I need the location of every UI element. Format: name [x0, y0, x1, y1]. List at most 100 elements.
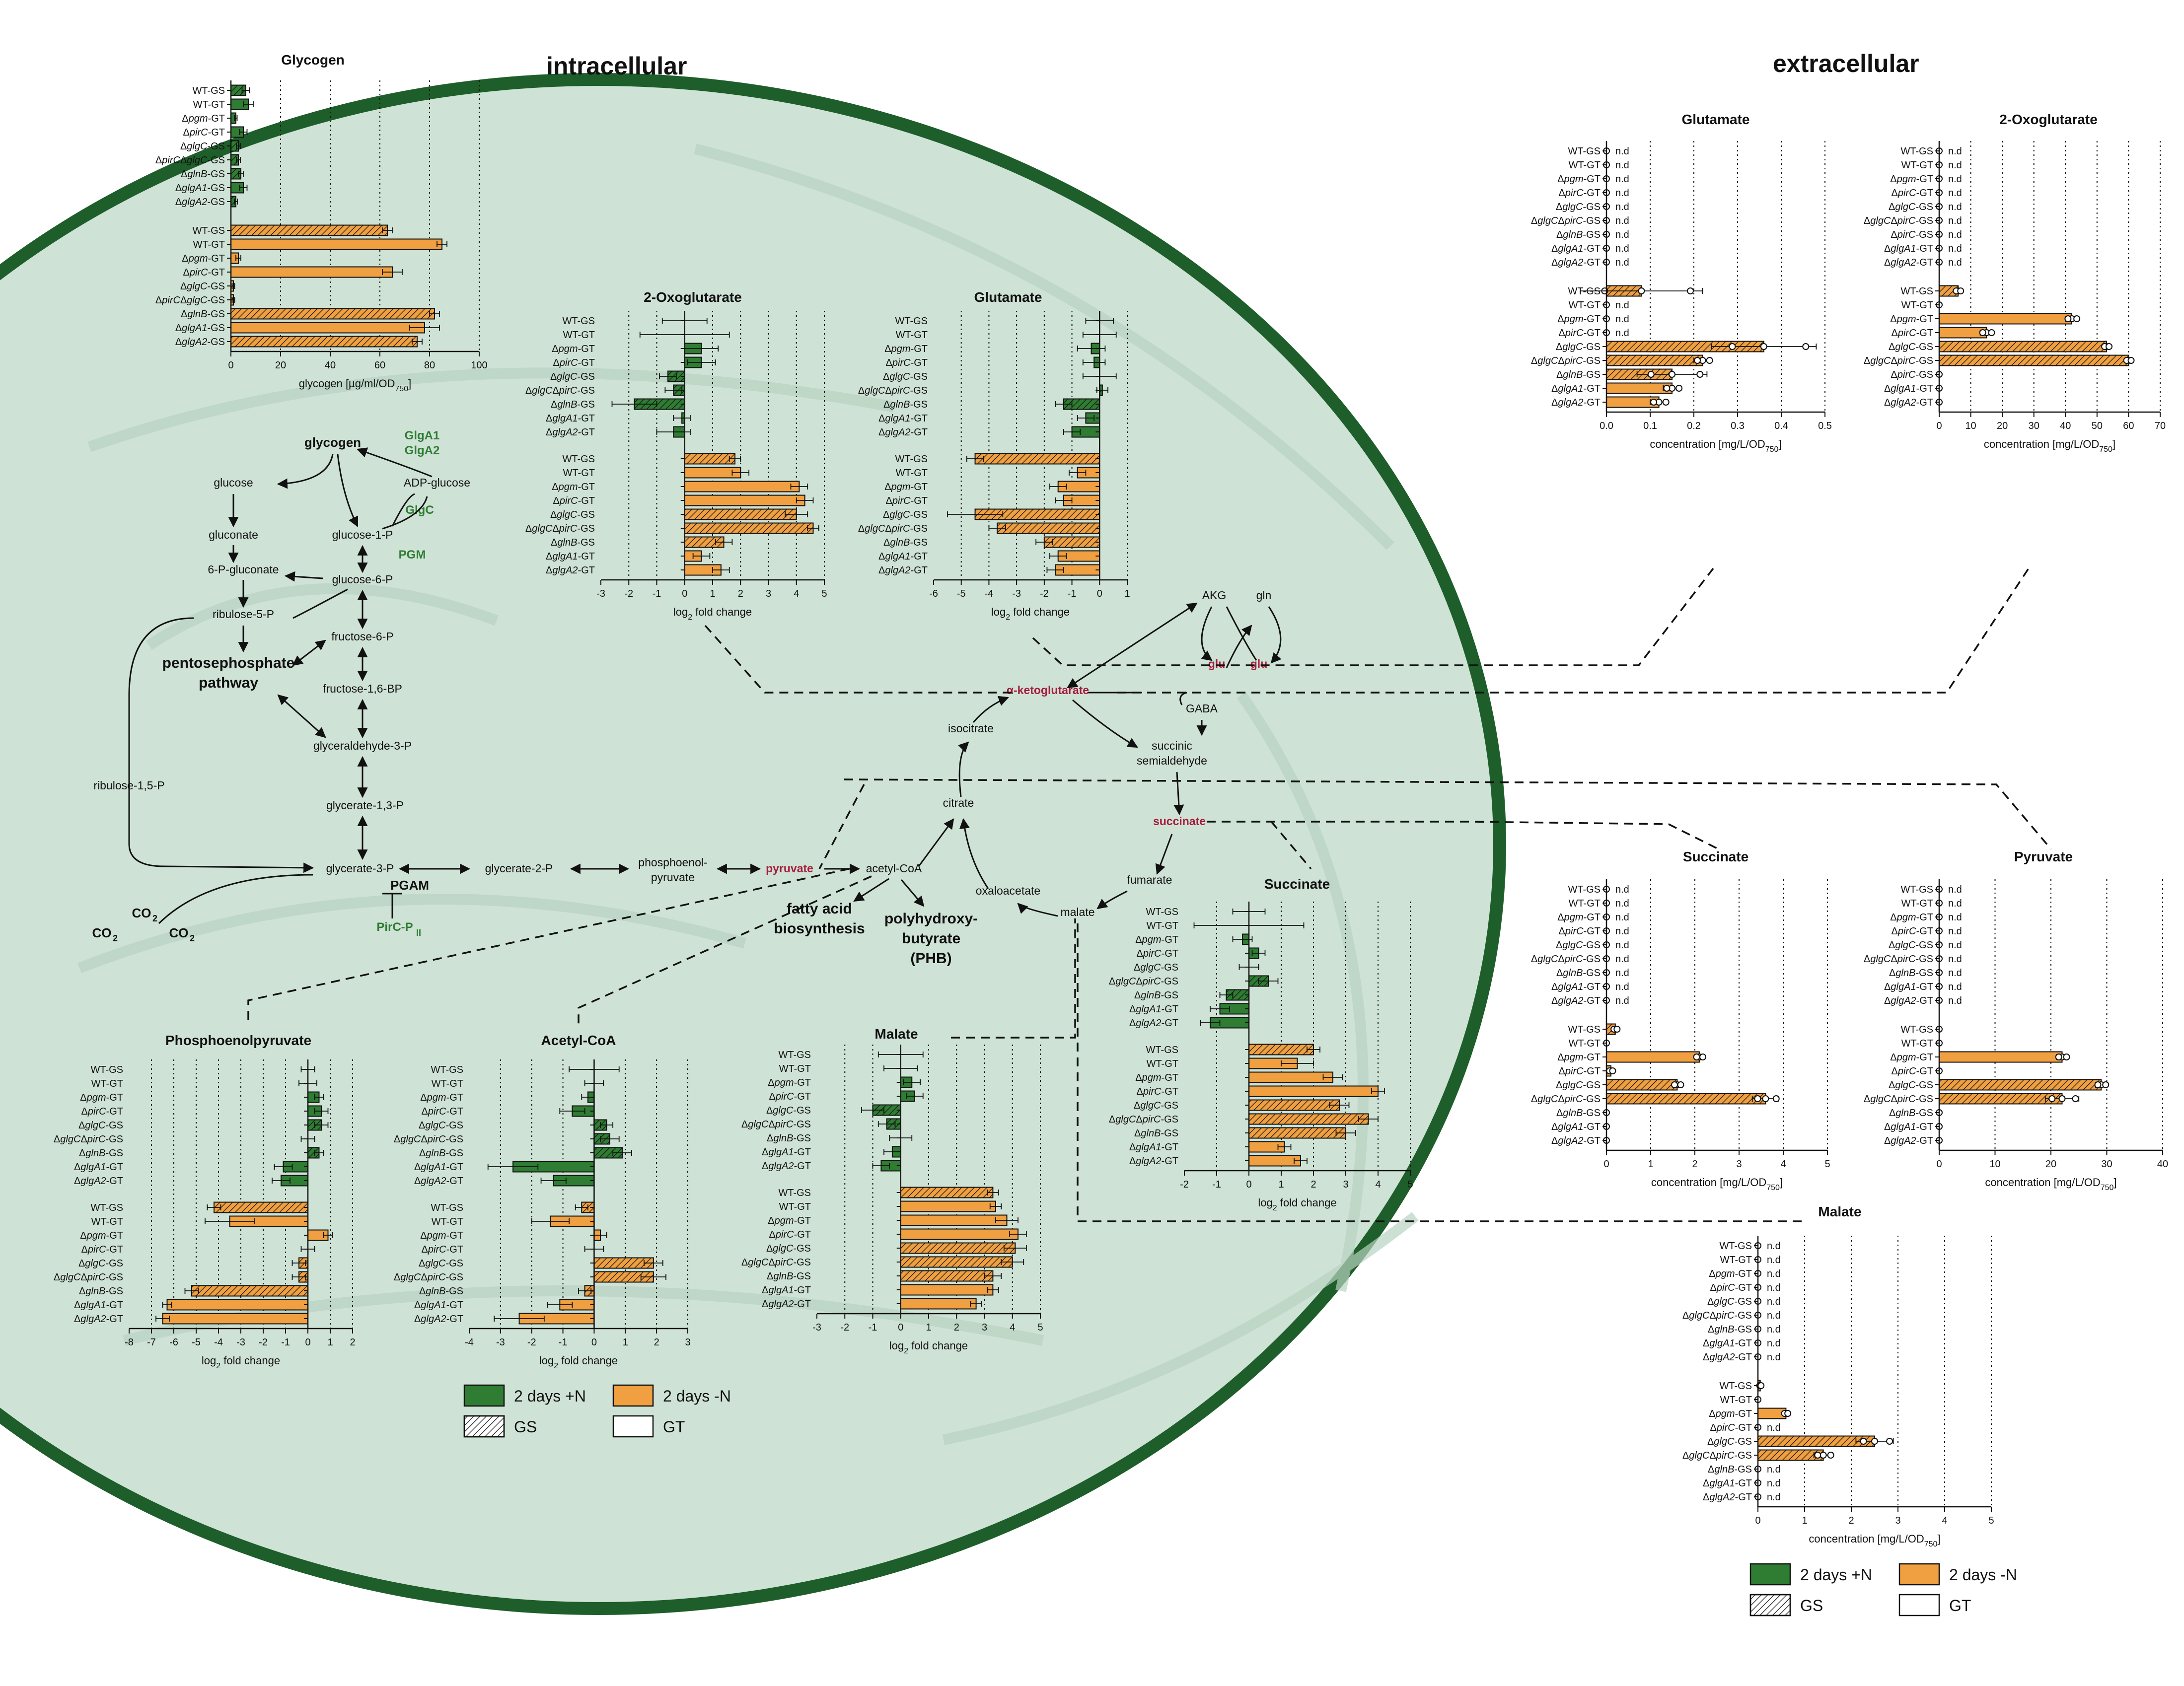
- category-label: ΔglgA1-GS: [175, 183, 225, 194]
- category-label: ΔglgA2-GT: [74, 1176, 123, 1187]
- x-axis-title: concentration [mg/L/OD750]: [1809, 1533, 1940, 1548]
- category-label: ΔpirCΔglgC-GS: [155, 155, 225, 166]
- x-axis-title: concentration [mg/L/OD750]: [1984, 438, 2115, 454]
- bar: [1606, 382, 1673, 394]
- bar: [166, 1299, 308, 1311]
- x-tick-label: 4: [794, 588, 799, 599]
- category-label: WT-GS: [431, 1202, 463, 1213]
- bar-hatch: [231, 225, 387, 236]
- x-axis-title-end: fold change: [692, 606, 752, 618]
- category-label: ΔglgCΔpirC-GS: [1531, 215, 1601, 226]
- x-tick-label: 0: [1246, 1179, 1251, 1190]
- x-tick-label: -4: [985, 588, 994, 599]
- category-label: ΔglnB-GS: [1708, 1464, 1752, 1475]
- category-label: WT-GT: [1569, 300, 1601, 311]
- connector-oxo-extra: [1117, 568, 2030, 694]
- legend-swatch-plus-n: [1749, 1563, 1791, 1586]
- category-label: ΔpirC-GT: [553, 495, 595, 506]
- edge-oaa-citrate: [959, 818, 989, 889]
- x-tick-label: 1: [623, 1337, 628, 1348]
- category-label: ΔglnB-GS: [181, 169, 225, 180]
- legend-label-gt: GT: [663, 1418, 685, 1436]
- bar-hatch: [1606, 355, 1703, 366]
- replicate-dot: [1820, 1452, 1827, 1459]
- category-label: ΔpirC-GT: [886, 357, 928, 368]
- node-phb3: (PHB): [910, 950, 951, 967]
- category-label: ΔglgA2-GT: [1551, 995, 1601, 1006]
- x-tick-label: 2: [1310, 1179, 1316, 1190]
- nd-label: n.d: [1767, 1422, 1781, 1433]
- category-label: Δpgm-GT: [1135, 934, 1178, 945]
- category-label: ΔglgA2-GT: [74, 1314, 123, 1325]
- node-fab1: fatty acid: [787, 901, 852, 917]
- category-label: WT-GS: [895, 316, 928, 327]
- category-label: ΔpirC-GT: [81, 1106, 123, 1117]
- chart-title: Malate: [1818, 1204, 1861, 1219]
- co2-subscript: 2: [190, 933, 195, 943]
- category-label: WT-GS: [1719, 1381, 1752, 1392]
- category-label: WT-GT: [432, 1078, 463, 1089]
- replicate-dot: [2102, 1081, 2110, 1088]
- bar-hatch: [308, 1147, 319, 1158]
- x-tick-label: 30: [2029, 421, 2039, 431]
- category-label: WT-GT: [779, 1201, 811, 1212]
- category-label: WT-GT: [1569, 1038, 1601, 1049]
- bar-hatch: [1939, 355, 2129, 366]
- x-tick-label: 0: [898, 1322, 903, 1333]
- category-label: ΔglnB-GS: [1556, 229, 1601, 240]
- node-pep1: phosphoenol-: [638, 856, 707, 869]
- bar-hatch: [1044, 537, 1100, 548]
- bar-hatch: [1758, 1450, 1823, 1461]
- chart-title: Succinate: [1264, 876, 1330, 892]
- category-label: Δpgm-GT: [1890, 314, 1933, 325]
- chart-title: Glutamate: [974, 289, 1042, 305]
- x-tick-label: 1: [1278, 1179, 1284, 1190]
- x-tick-label: 5: [1407, 1179, 1413, 1190]
- bar-hatch: [1939, 1079, 2102, 1090]
- bar-hatch: [1606, 341, 1764, 352]
- replicate-dot: [1609, 1067, 1616, 1074]
- category-label: ΔpirC-GT: [1559, 188, 1601, 199]
- bar-hatch: [594, 1271, 654, 1282]
- node-accoa: acetyl-CoA: [866, 862, 922, 875]
- category-label: ΔglnB-GS: [79, 1148, 123, 1159]
- bar-hatch: [192, 1285, 308, 1296]
- bar-hatch: [594, 1147, 622, 1158]
- category-label: Δpgm-GT: [1135, 1072, 1178, 1083]
- bar-hatch: [231, 308, 435, 319]
- x-tick-label: -2: [1180, 1179, 1189, 1190]
- chart-title: 2-Oxoglutarate: [1999, 112, 2098, 127]
- nd-label: n.d: [1948, 188, 1962, 199]
- x-axis-title: log2 fold change: [539, 1354, 618, 1370]
- nd-label: n.d: [1767, 1338, 1781, 1349]
- category-label: WT-GT: [1569, 160, 1601, 171]
- node-g1p: glucose-1-P: [332, 528, 393, 541]
- replicate-dot: [1650, 399, 1658, 406]
- category-label: ΔglgCΔpirC-GS: [1682, 1310, 1752, 1321]
- replicate-dot: [2048, 1095, 2056, 1102]
- x-tick-label: -7: [147, 1337, 156, 1348]
- x-tick-label: -3: [812, 1322, 821, 1333]
- x-tick-label: 40: [2157, 1159, 2168, 1170]
- legend-swatch-plus-n: [463, 1384, 505, 1407]
- node-gln: gln: [1256, 589, 1272, 602]
- category-label: Δpgm-GT: [420, 1230, 463, 1241]
- bar-hatch: [684, 509, 797, 520]
- category-label: ΔglgCΔpirC-GS: [525, 523, 595, 534]
- category-label: ΔglnB-GS: [79, 1286, 123, 1297]
- nd-label: n.d: [1767, 1352, 1781, 1363]
- edge-mal-oaa: [1017, 903, 1058, 917]
- category-label: Δpgm-GT: [1557, 1052, 1601, 1063]
- edge-isocitrate-akg: [972, 696, 1009, 723]
- x-tick-label: 0: [1603, 1159, 1609, 1170]
- nd-label: n.d: [1615, 995, 1629, 1006]
- nd-label: n.d: [1615, 202, 1629, 212]
- connector-pyr-extra: [844, 778, 2052, 850]
- nd-label: n.d: [1615, 243, 1629, 254]
- category-label: WT-GS: [895, 454, 928, 465]
- nd-label: n.d: [1615, 898, 1629, 909]
- category-label: ΔglnB-GS: [1889, 1108, 1933, 1119]
- x-axis-title-sub: 2: [554, 1362, 558, 1370]
- nd-label: n.d: [1615, 174, 1629, 185]
